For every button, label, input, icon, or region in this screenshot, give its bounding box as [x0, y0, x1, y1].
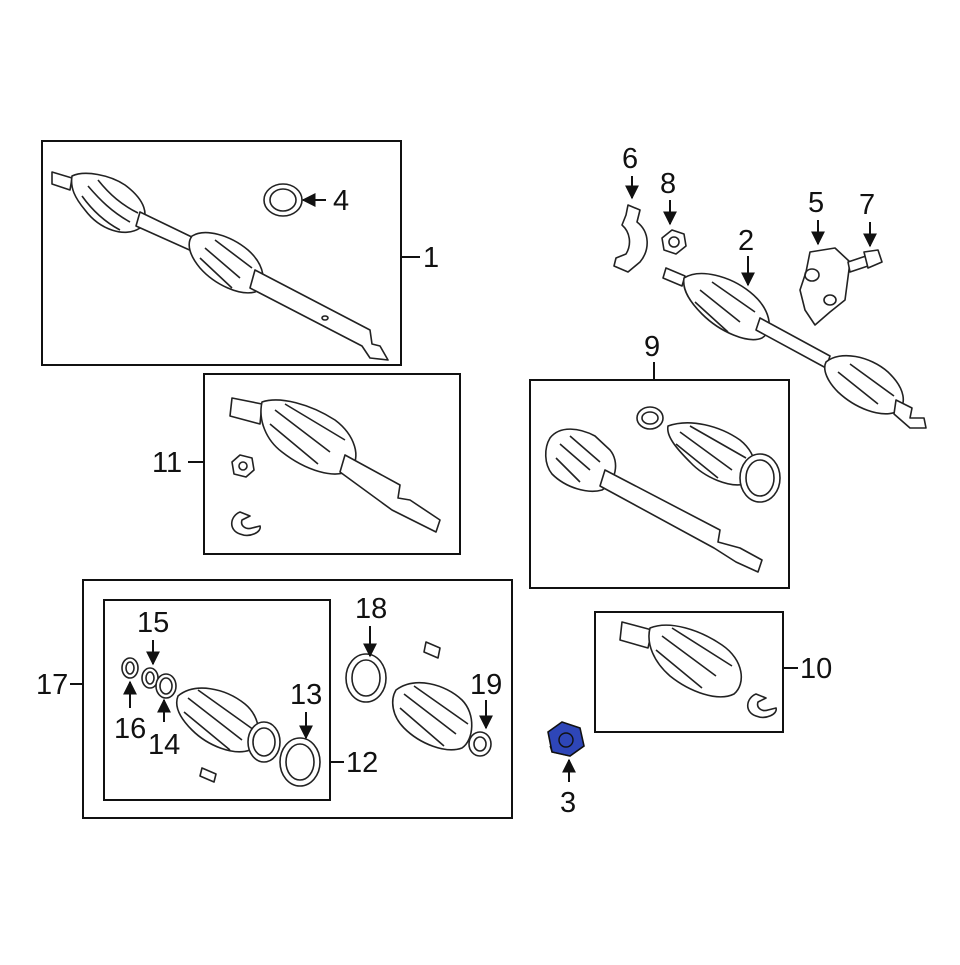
callout-19: 19	[470, 669, 502, 701]
axle-shaft-assembly-2[interactable]	[662, 267, 927, 429]
callout-17: 17	[36, 669, 68, 701]
callout-4: 4	[333, 185, 349, 217]
boot-18[interactable]	[391, 682, 473, 751]
callout-6: 6	[622, 143, 638, 175]
axle-nut-3[interactable]	[547, 721, 585, 757]
clamp-12[interactable]	[247, 721, 281, 763]
clamp-13[interactable]	[279, 737, 321, 787]
group-box-17	[82, 579, 513, 819]
callout-11: 11	[152, 447, 182, 479]
inner-cv-housing-9[interactable]	[544, 428, 763, 573]
clamp-ring-9[interactable]	[739, 453, 781, 503]
bracket-6[interactable]	[613, 204, 648, 273]
callout-1: 1	[423, 242, 439, 274]
group-box-11	[203, 373, 461, 555]
grease-pin-18[interactable]	[423, 641, 441, 659]
callout-16: 16	[114, 713, 146, 745]
ring-15[interactable]	[141, 667, 159, 689]
ring-14[interactable]	[155, 673, 177, 699]
bolt-7[interactable]	[847, 249, 883, 273]
group-box-12	[103, 599, 331, 801]
ring-19[interactable]	[468, 731, 492, 757]
snap-ring-9[interactable]	[636, 406, 664, 430]
callout-2: 2	[738, 225, 754, 257]
callout-3: 3	[560, 787, 576, 819]
outer-cv-joint-assembly-11[interactable]	[229, 397, 441, 533]
group-box-9	[529, 379, 790, 589]
axle-shaft-assembly-1[interactable]	[51, 171, 389, 361]
callout-13: 13	[290, 679, 322, 711]
group-box-1	[41, 140, 402, 366]
snap-ring-10[interactable]	[746, 693, 777, 719]
boot-clamp-ring-4[interactable]	[263, 183, 303, 217]
callout-9: 9	[644, 331, 660, 363]
callout-10: 10	[800, 653, 832, 685]
cv-joint-assembly-10[interactable]	[619, 621, 742, 698]
clamp-18[interactable]	[345, 653, 387, 703]
callout-18: 18	[355, 593, 387, 625]
callout-8: 8	[660, 168, 676, 200]
snap-ring-11[interactable]	[230, 511, 261, 537]
group-box-10	[594, 611, 784, 733]
snap-ring-16[interactable]	[121, 657, 139, 679]
nut-8[interactable]	[661, 229, 687, 255]
callout-7: 7	[859, 189, 875, 221]
callout-15: 15	[137, 607, 169, 639]
boot-12[interactable]	[176, 687, 260, 753]
hub-nut-11[interactable]	[231, 454, 255, 478]
grease-pin-12[interactable]	[199, 767, 217, 783]
callout-14: 14	[148, 729, 180, 761]
callout-5: 5	[808, 187, 824, 219]
callout-12: 12	[346, 747, 378, 779]
bearing-support-bracket-5[interactable]	[799, 247, 851, 326]
